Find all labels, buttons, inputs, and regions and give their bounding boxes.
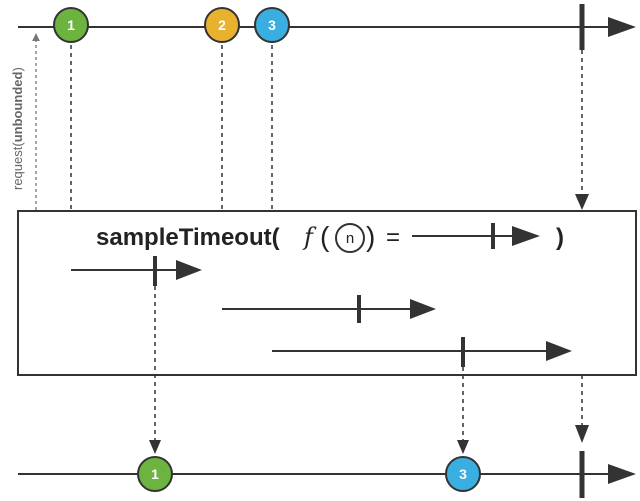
operator-close-paren: ) (366, 221, 375, 252)
downstream-timeline (18, 451, 636, 498)
operator-name: sampleTimeout( (96, 224, 280, 251)
operator-n: n (346, 230, 354, 247)
upstream-marble-1: 1 (53, 7, 89, 43)
operator-equals: = (386, 224, 400, 251)
operator-title: sampleTimeout( f ( n ) = ) (96, 221, 564, 253)
operator-open-paren: ( (320, 221, 330, 252)
downstream-marble-1: 1 (137, 456, 173, 492)
inner-timeline-2 (222, 295, 436, 323)
upstream-marble-2: 2 (204, 7, 240, 43)
operator-end-paren: ) (556, 224, 564, 251)
svg-text:3: 3 (459, 466, 467, 482)
svg-text:2: 2 (218, 17, 226, 33)
svg-text:1: 1 (151, 466, 159, 482)
downstream-marble-3: 3 (445, 456, 481, 492)
inner-timeline-3 (272, 337, 572, 367)
svg-text:3: 3 (268, 17, 276, 33)
upstream-timeline (18, 4, 636, 50)
inner-timeline-1 (71, 256, 202, 286)
request-label: request(unbounded) (10, 67, 25, 190)
svg-text:1: 1 (67, 17, 75, 33)
upstream-marble-3: 3 (254, 7, 290, 43)
operator-n-marble (335, 223, 365, 253)
